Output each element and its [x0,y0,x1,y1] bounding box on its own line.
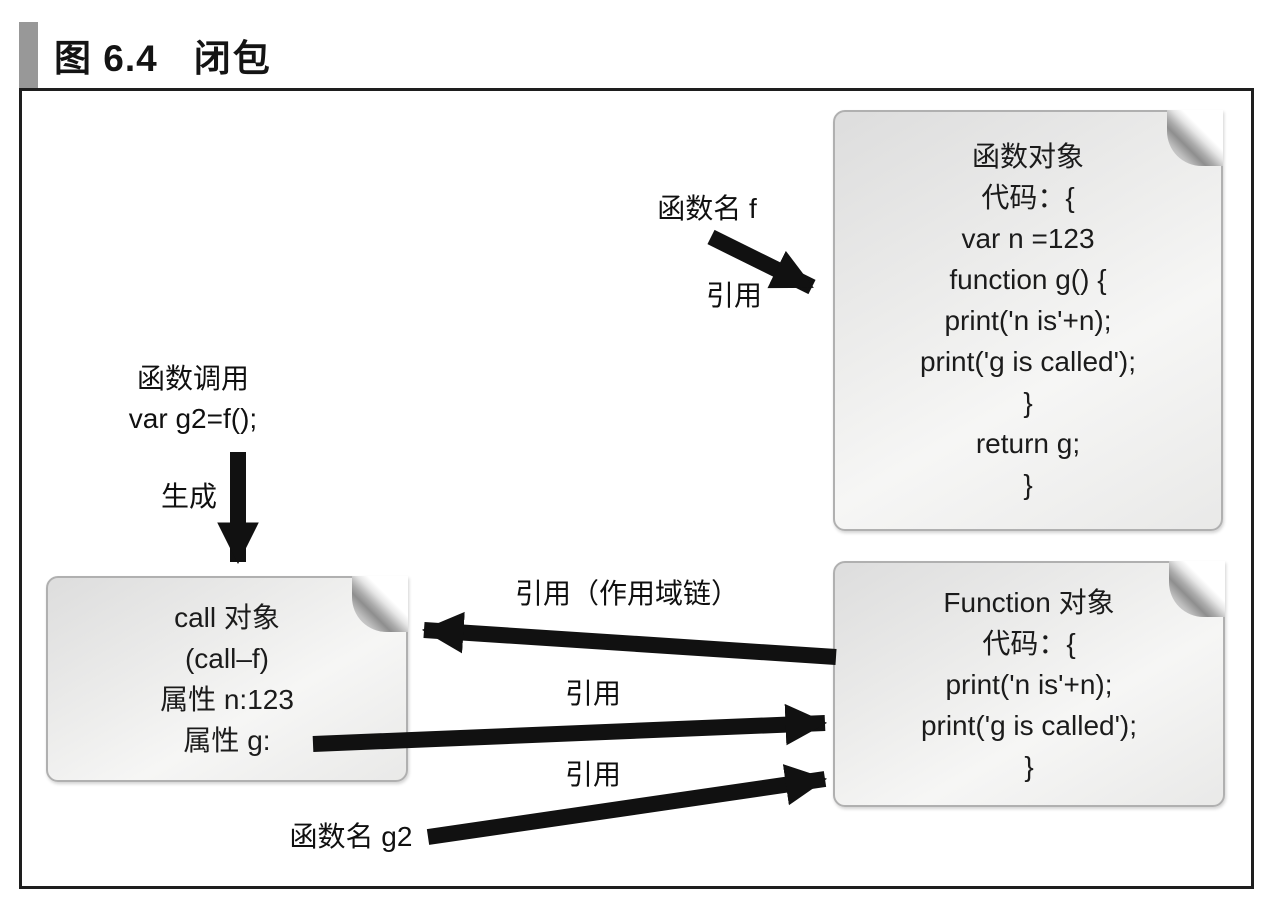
label-ref-g2: 引用 [564,759,622,790]
note-line: print('n is'+n); [945,668,1113,700]
note-line: var n =123 [961,223,1095,254]
caption-accent-bar [19,22,38,88]
note-line: } [1024,750,1034,782]
note-line: Function 对象 [943,586,1115,618]
figure-number: 图 6.4 [54,38,158,79]
note-line: print('g is called'); [919,346,1137,377]
note-line: call 对象 [174,602,280,633]
note-line: (call–f) [184,643,269,674]
label-generate: 生成 [160,481,218,512]
note-line: print('n is'+n); [944,305,1112,336]
label-function-call-line2: var g2=f(); [128,403,258,434]
note-Function-object: Function 对象 代码：{ print('n is'+n); print(… [833,561,1225,807]
note-line: 函数对象 [971,141,1084,172]
figure-caption: 图 6.4 闭包 [19,22,272,88]
note-line: return g; [975,428,1081,459]
label-function-call: 函数调用 var g2=f(); [129,359,257,439]
note-line: print('g is called'); [920,709,1138,741]
figure-title: 闭包 [193,38,272,79]
note-line: 代码：{ [982,627,1076,659]
label-ref-f: 引用 [705,280,763,311]
label-function-call-line1: 函数调用 [136,363,250,394]
label-function-name-g2: 函数名 g2 [289,821,413,852]
note-function-object-text: 函数对象 代码：{ var n =123 function g() { prin… [835,136,1221,505]
note-line: } [1023,469,1033,500]
note-call-object: call 对象 (call–f) 属性 n:123 属性 g: [46,576,408,782]
label-ref-g: 引用 [564,678,622,709]
label-ref-scope-chain: 引用（作用域链） [514,578,740,609]
note-line: 代码：{ [981,182,1075,213]
note-Function-object-text: Function 对象 代码：{ print('n is'+n); print(… [835,582,1223,787]
label-function-name-f: 函数名 f [657,193,757,224]
note-line: } [1023,387,1033,418]
note-line: 属性 g: [183,725,271,756]
note-line: 属性 n:123 [160,684,294,715]
note-function-object: 函数对象 代码：{ var n =123 function g() { prin… [833,110,1223,531]
note-call-object-text: call 对象 (call–f) 属性 n:123 属性 g: [48,597,406,761]
note-line: function g() { [949,264,1107,295]
